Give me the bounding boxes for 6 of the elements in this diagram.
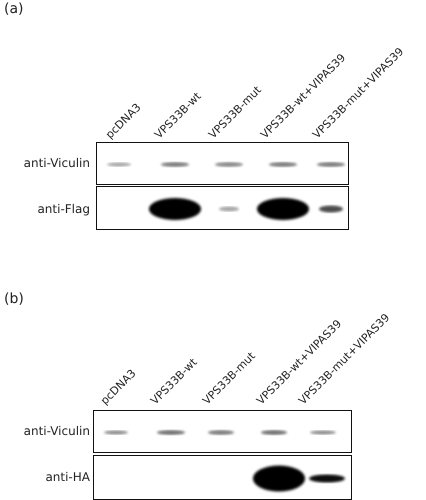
antibody-label: anti-Viculin bbox=[22, 424, 90, 438]
antibody-label: anti-Flag bbox=[36, 202, 90, 216]
antibody-label: anti-HA bbox=[44, 470, 90, 484]
panel-letter: (a) bbox=[4, 2, 24, 16]
panel-letter: (b) bbox=[4, 292, 24, 306]
antibody-label: anti-Viculin bbox=[22, 156, 90, 170]
